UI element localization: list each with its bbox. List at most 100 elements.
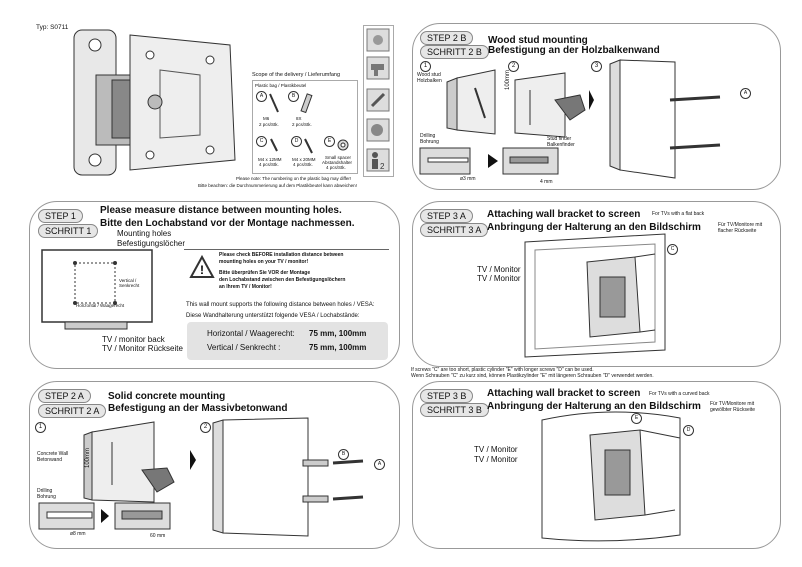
tools-column xyxy=(363,25,394,177)
step-title: Attaching wall bracket to screen xyxy=(487,209,641,220)
model-type: Typ: S0711 xyxy=(36,24,69,31)
item-letter: C xyxy=(256,136,267,147)
vesa-text-de: Diese Wandhalterung unterstützt folgende… xyxy=(186,313,360,319)
tv-label: TV / Monitor xyxy=(477,265,521,274)
svg-text:!: ! xyxy=(200,263,204,277)
drill-detail-illustration xyxy=(419,147,559,175)
drilling-label-de: Bohrung xyxy=(37,494,56,500)
screw-letter: C xyxy=(667,244,678,255)
drill-depth: 60 mm xyxy=(150,533,166,539)
concrete-wall-label-de: Betonwand xyxy=(37,457,63,463)
sub-step-number: 3 xyxy=(591,61,602,72)
item-qty: 2 pcs/Stk. xyxy=(259,122,279,127)
step-note-de: flacher Rückseite xyxy=(718,228,757,234)
drill-icon xyxy=(366,56,390,80)
bag-label: Plastic bag / Plastikbeutel xyxy=(255,83,307,88)
step-title: Solid concrete mounting xyxy=(108,391,226,402)
wood-label: Wood stud xyxy=(417,72,441,78)
vesa-horizontal-label: Horizontal / Waagerecht: xyxy=(207,329,295,338)
svg-text:2: 2 xyxy=(380,162,385,171)
wood-wall-illustration xyxy=(446,69,496,135)
dowel-icon xyxy=(300,93,313,114)
tv-label-de: TV / Monitor xyxy=(477,274,521,283)
tape-measure-icon xyxy=(366,118,390,142)
item-qty: 2 pcs/Stk. xyxy=(292,122,312,127)
wood-label-de: Holzbalken xyxy=(417,78,442,84)
screws-note: If screws "C" are too short, plastic cyl… xyxy=(411,367,594,373)
schritt-tag: SCHRITT 2 B xyxy=(420,45,489,59)
warning-icon: ! xyxy=(189,254,215,278)
screw-icon xyxy=(304,138,313,154)
vesa-text: This wall mount supports the following d… xyxy=(186,302,375,308)
warning-text: Please check BEFORE installation distanc… xyxy=(219,252,344,258)
mounting-holes-label: Mounting holes xyxy=(117,229,172,238)
tv-back-label-de: TV / Monitor Rückseite xyxy=(102,344,183,353)
schritt-tag: SCHRITT 3 A xyxy=(420,223,489,237)
vesa-box xyxy=(187,322,388,360)
item-size-2: Abstandshalter xyxy=(322,160,353,165)
schritt-tag: SCHRITT 1 xyxy=(38,224,99,238)
step-title-de: Anbringung der Halterung an den Bildschi… xyxy=(487,401,701,412)
item-letter: E xyxy=(324,136,335,147)
warning-text-de: den Lochabstand zwischen den Befestigung… xyxy=(219,277,346,283)
wrench-icon xyxy=(366,88,390,112)
item-size: 8X xyxy=(296,116,302,121)
tv-label: TV / Monitor xyxy=(474,445,518,454)
horizontal-label: Horizontal / Waagerecht xyxy=(76,303,125,308)
item-qty: 4 pcs/Stk. xyxy=(259,162,279,167)
screw-icon xyxy=(270,138,278,152)
concrete-wall-screw-illustration xyxy=(212,417,364,537)
item-size: M4 x 12MM xyxy=(258,157,282,162)
item-letter: B xyxy=(288,91,299,102)
schritt-tag: SCHRITT 3 B xyxy=(420,403,489,417)
screw-letter: A xyxy=(374,459,385,470)
spacer-letter: E xyxy=(631,413,642,424)
vertical-label-de: Senkrecht xyxy=(119,283,140,288)
wall-screw-illustration xyxy=(609,59,721,179)
step-tag: STEP 3 A xyxy=(420,209,473,223)
screws-note-de: Wenn Schrauben "C" zu kurz sind, können … xyxy=(411,373,654,379)
vesa-vertical-value: 75 mm, 100mm xyxy=(309,343,367,352)
step-note-de: Für TV/Monitore mit xyxy=(718,222,763,228)
step-note-de: gewölbter Rückseite xyxy=(710,407,756,413)
item-size: Small spacer xyxy=(325,155,352,160)
screw-letter: D xyxy=(683,425,694,436)
step-title: Attaching wall bracket to screen xyxy=(487,388,641,399)
stud-finder-label: Stud finder xyxy=(547,136,572,142)
delivery-box xyxy=(252,80,358,174)
step-tag: STEP 2 B xyxy=(420,31,474,45)
sub-step-number: 2 xyxy=(200,422,211,433)
persons-icon: 2 xyxy=(366,148,390,172)
step-title-de: Anbringung der Halterung an den Bildschi… xyxy=(487,222,701,233)
step-tag: STEP 3 B xyxy=(420,389,474,403)
step-tag: STEP 1 xyxy=(38,209,83,223)
item-size: M4 x 20MM xyxy=(292,157,316,162)
item-size: M6 xyxy=(263,116,270,121)
delivery-title: Scope of the delivery / Lieferumfang xyxy=(252,72,341,78)
item-letter: A xyxy=(256,91,267,102)
step-title: Please measure distance between mounting… xyxy=(100,205,342,216)
step-note: For TVs with a curved back xyxy=(649,391,710,397)
stud-finder-label-de: Balkenfinder xyxy=(547,142,575,148)
step-title: Wood stud mounting xyxy=(488,35,588,46)
drill-detail-illustration xyxy=(38,502,171,530)
step-tag: STEP 2 A xyxy=(38,389,91,403)
schritt-tag: SCHRITT 2 A xyxy=(38,404,107,418)
drill-diameter: ø8 mm xyxy=(70,531,86,537)
vesa-horizontal-value: 75 mm, 100mm xyxy=(309,329,367,338)
sub-step-number: 2 xyxy=(508,61,519,72)
drill-diameter: ø3 mm xyxy=(460,176,476,182)
tv-back-illustration xyxy=(41,249,153,330)
warning-text-de: an Ihrem TV / Monitor! xyxy=(219,284,272,290)
warning-text: mounting holes on your TV / monitor! xyxy=(219,259,309,265)
drilling-label: Drilling xyxy=(420,133,436,139)
step-title-de: Befestigung an der Holzbalkenwand xyxy=(488,45,660,56)
mounting-holes-label-de: Befestigungslöcher xyxy=(117,239,186,248)
sub-step-number: 1 xyxy=(35,422,46,433)
screw-letter: B xyxy=(338,449,349,460)
tv-back-label: TV / monitor back xyxy=(102,335,165,344)
curved-tv-bracket-illustration xyxy=(541,411,681,542)
screw-icon xyxy=(269,93,279,113)
screw-letter: A xyxy=(740,88,751,99)
stud-finder-illustration xyxy=(514,72,594,138)
